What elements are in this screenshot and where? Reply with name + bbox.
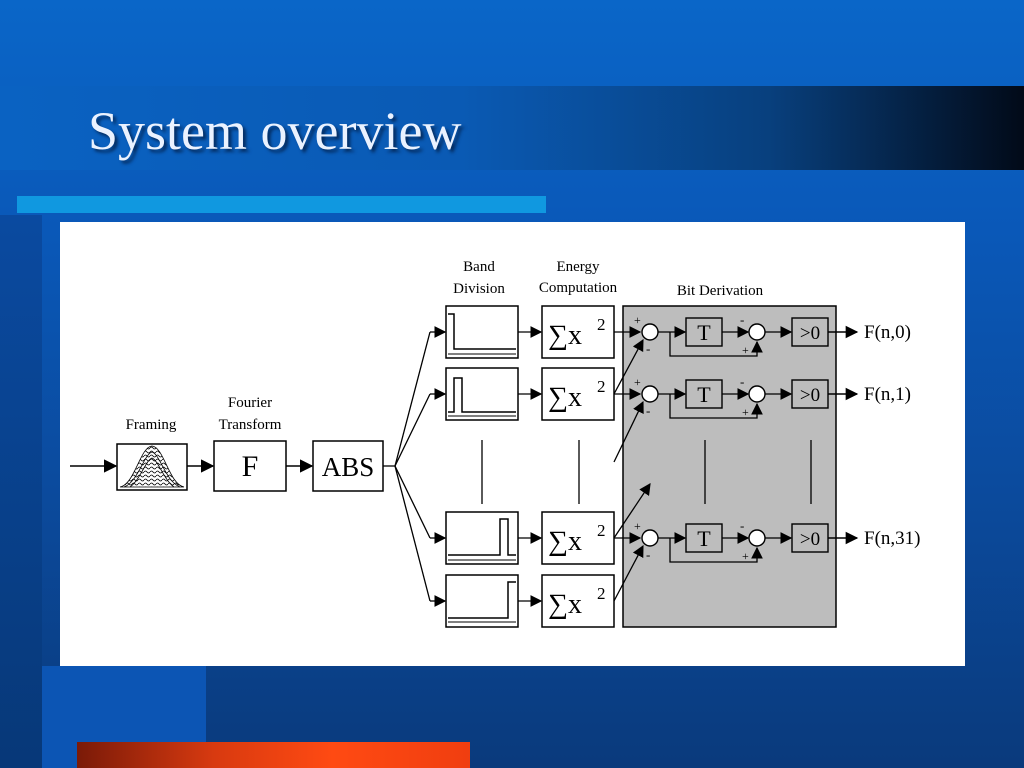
abs-block	[312, 440, 384, 492]
title-underline	[17, 196, 546, 213]
svg-text:∑x: ∑x	[548, 320, 582, 351]
diagram-panel: Framing Fourier Transform Band Division …	[60, 222, 965, 666]
minus-sign: -	[646, 403, 650, 418]
left-decor-strip	[0, 215, 42, 768]
threshold-label: >0	[800, 323, 820, 344]
summer-circle	[641, 385, 659, 403]
threshold-label: >0	[800, 385, 820, 406]
delay-label: T	[697, 526, 711, 551]
output-label-31: F(n,31)	[864, 528, 920, 549]
plus-sign: +	[634, 375, 641, 389]
delay-block	[685, 317, 723, 347]
bit-derivation-area	[622, 305, 837, 628]
accent-bar	[77, 742, 470, 768]
fourier-block-label: F	[242, 450, 259, 483]
summer-circle	[641, 529, 659, 547]
minus-sign: -	[646, 341, 650, 356]
energy-block-31: ∑x 2	[541, 511, 615, 565]
bit-row-1: +-T-+>0	[634, 374, 859, 419]
summer-circle	[641, 323, 659, 341]
framing-block	[116, 443, 188, 491]
slide-title: System overview	[88, 101, 462, 161]
summer-circle-2	[748, 323, 766, 341]
minus-sign: -	[646, 547, 650, 562]
system-diagram: Framing Fourier Transform Band Division …	[70, 259, 920, 628]
band-to-energy-arrows	[518, 326, 543, 607]
svg-text:∑x: ∑x	[548, 526, 582, 557]
minus-sign-2: -	[740, 374, 744, 389]
fourier-block	[213, 440, 287, 492]
fourier-label-line1: Fourier	[228, 395, 272, 411]
summer-circle-2	[748, 529, 766, 547]
delay-block	[685, 523, 723, 553]
abs-block-label: ABS	[322, 452, 375, 482]
delay-label: T	[697, 320, 711, 345]
bypass-path	[669, 332, 763, 357]
svg-text:∑x: ∑x	[548, 589, 582, 620]
threshold-block	[791, 523, 829, 553]
bypass-path	[669, 538, 763, 563]
energy-block-1: ∑x 2	[541, 367, 615, 421]
energy-to-summer-arrows	[614, 326, 642, 544]
energy-label-line1: Energy	[556, 259, 600, 275]
plus-sign-2: +	[742, 549, 749, 563]
framing-label: Framing	[126, 417, 177, 433]
output-label-1: F(n,1)	[864, 384, 911, 405]
band-input-arrows	[430, 326, 447, 607]
diagonal-energy-arrows	[613, 338, 651, 602]
bypass-path	[669, 394, 763, 419]
ellipsis-lines	[481, 440, 812, 504]
minus-sign-2: -	[740, 312, 744, 327]
plus-sign: +	[634, 313, 641, 327]
plus-sign: +	[634, 519, 641, 533]
plus-sign-2: +	[742, 405, 749, 419]
title-band	[0, 86, 1024, 170]
summer-circle-2	[748, 385, 766, 403]
threshold-block	[791, 317, 829, 347]
output-label-0: F(n,0)	[864, 322, 911, 343]
band-filter-1	[445, 367, 519, 421]
energy-block-32: ∑x 2	[541, 574, 615, 628]
threshold-block	[791, 379, 829, 409]
bit-derivation-label: Bit Derivation	[677, 283, 764, 299]
energy-label-line2: Computation	[539, 280, 618, 296]
minus-sign-2: -	[740, 518, 744, 533]
svg-text:2: 2	[597, 377, 606, 396]
fourier-label-line2: Transform	[219, 417, 282, 433]
band-filter-31	[445, 511, 519, 565]
band-label-line1: Band	[463, 259, 495, 275]
delay-label: T	[697, 382, 711, 407]
bit-row-31: +-T-+>0	[634, 518, 859, 563]
band-label-line2: Division	[453, 281, 505, 297]
svg-text:2: 2	[597, 315, 606, 334]
svg-text:∑x: ∑x	[548, 382, 582, 413]
band-filter-32	[445, 574, 519, 628]
fan-out-lines	[383, 331, 431, 602]
plus-sign-2: +	[742, 343, 749, 357]
threshold-label: >0	[800, 529, 820, 550]
svg-text:2: 2	[597, 584, 606, 603]
energy-block-0: ∑x 2	[541, 305, 615, 359]
band-filter-0	[445, 305, 519, 359]
svg-text:2: 2	[597, 521, 606, 540]
bit-row-0: +-T-+>0	[634, 312, 859, 357]
